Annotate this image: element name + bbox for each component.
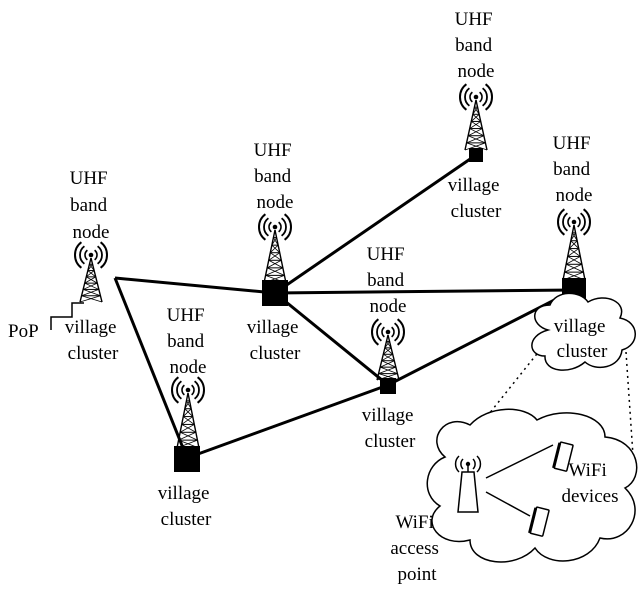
node-label-right: UHF band node (553, 133, 596, 206)
wifi-link-2 (485, 491, 531, 517)
tower-pop-icon (74, 241, 108, 303)
cluster-cloud-right: village cluster (531, 292, 636, 371)
cluster-label-top: village cluster (448, 175, 504, 222)
node-center (262, 280, 288, 306)
node-mid (380, 378, 396, 394)
tower-bottom-icon (171, 376, 205, 449)
tower-top-icon (459, 83, 493, 151)
cluster-label-pop: village cluster (65, 317, 121, 364)
link-center-right (274, 288, 575, 295)
pop-label: PoP (8, 321, 39, 342)
link-pop-bottom (113, 277, 189, 459)
link-center-mid (274, 291, 389, 387)
tower-center-icon (258, 213, 292, 284)
backhaul-links (113, 153, 575, 460)
tower-right-icon (557, 208, 591, 281)
cluster-label-bottom: village cluster (158, 483, 214, 530)
wifi-devices-label: WiFi devices (562, 460, 619, 507)
access-point-icon (454, 455, 482, 513)
node-label-bottom: UHF band node (167, 305, 210, 378)
link-pop-center (114, 276, 276, 295)
tower-mid-icon (371, 318, 405, 381)
cluster-label-mid: village cluster (362, 405, 418, 452)
cluster-label-right: village cluster (554, 316, 610, 362)
zoom-lines (464, 339, 635, 471)
wifi-device-1-icon (552, 441, 574, 472)
node-bottom (174, 446, 200, 472)
cluster-label-center: village cluster (247, 317, 303, 364)
node-label-mid: UHF band node (367, 244, 410, 317)
pop-connector: PoP (8, 302, 84, 342)
node-top (469, 148, 483, 162)
node-label-top: UHF band node (455, 9, 498, 82)
node-label-pop: UHF band node (70, 168, 113, 243)
node-squares (174, 148, 586, 472)
access-point-label: WiFi access point (390, 512, 443, 585)
link-center-top (274, 153, 477, 295)
node-label-center: UHF band node (254, 140, 297, 213)
wifi-link-1 (485, 444, 554, 479)
link-bottom-mid (186, 383, 389, 460)
wifi-cloud: WiFi devices (426, 408, 638, 563)
wifi-device-2-icon (528, 506, 550, 537)
